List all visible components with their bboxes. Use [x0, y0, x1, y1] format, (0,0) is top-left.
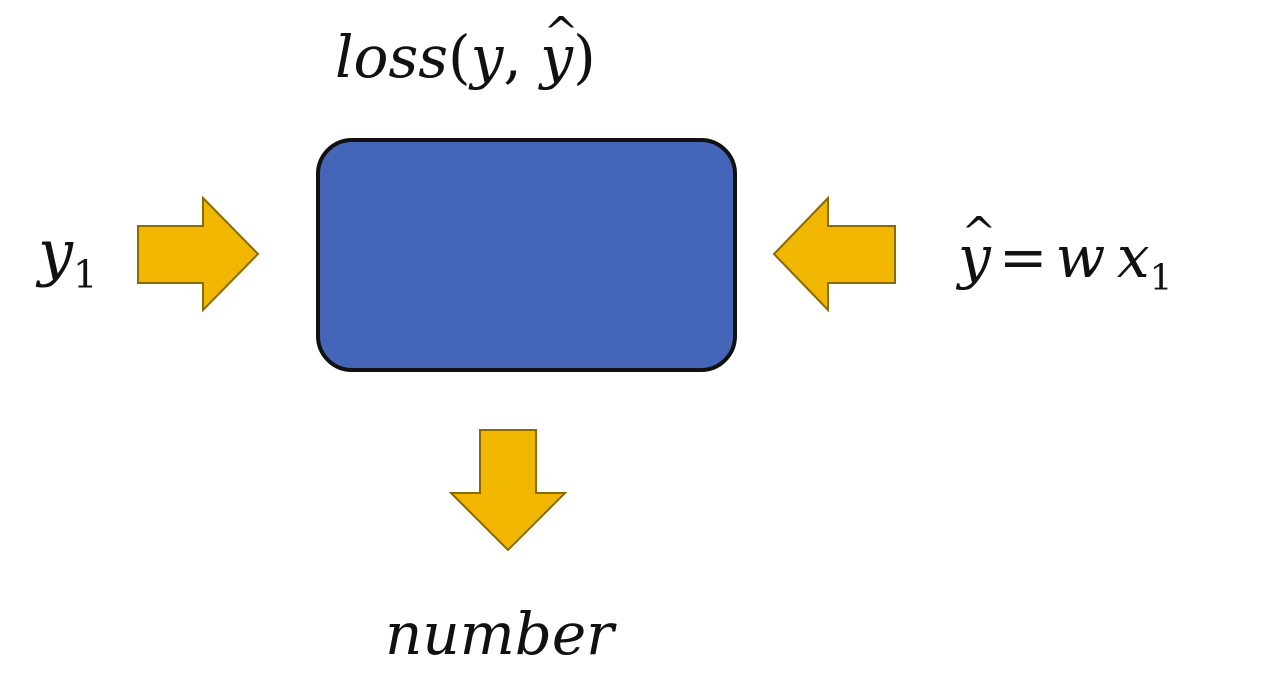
prediction-sub: 1	[1149, 257, 1173, 299]
prediction-input: y=w x1	[958, 212, 1172, 296]
true-label-sub: 1	[73, 252, 98, 298]
output-label: number	[385, 600, 614, 668]
loss-box	[316, 138, 737, 372]
loss-arg-y: y	[470, 23, 504, 91]
prediction-equals: =	[998, 223, 1048, 291]
prediction-x: x	[1116, 223, 1150, 291]
left-arrow-icon	[772, 195, 896, 313]
down-arrow-icon	[448, 429, 568, 552]
loss-close-paren: )	[573, 23, 596, 91]
true-label-var: y	[38, 216, 74, 289]
right-arrow-icon	[137, 195, 260, 313]
loss-func-name: loss	[335, 23, 448, 91]
loss-arg-yhat: y	[540, 12, 578, 86]
prediction-weight: w	[1055, 223, 1106, 291]
loss-function-title: loss(y, y)	[335, 12, 596, 86]
prediction-lhs: y	[958, 212, 996, 286]
loss-comma: ,	[503, 23, 541, 91]
loss-open-paren: (	[448, 23, 471, 91]
true-label-input: y1	[38, 222, 97, 295]
